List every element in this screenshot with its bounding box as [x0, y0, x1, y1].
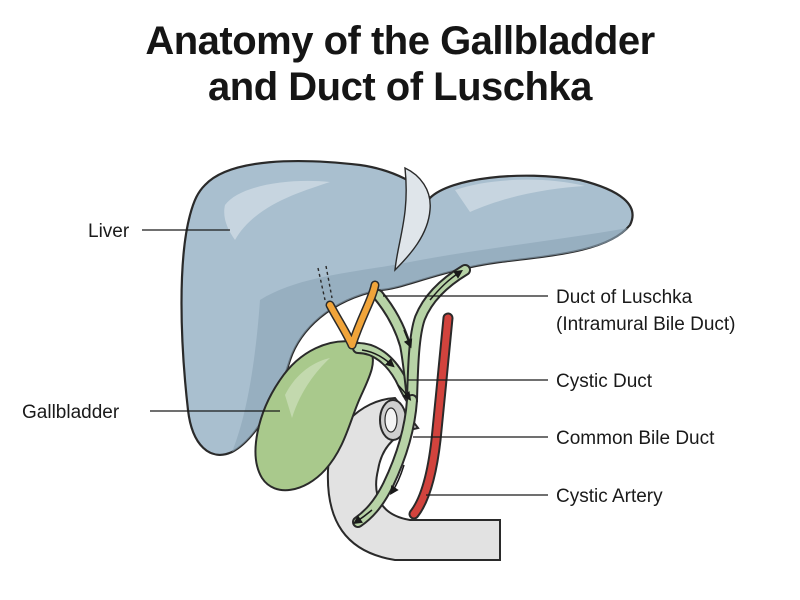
leader-lines: [142, 229, 548, 496]
duct-of-luschka: [317, 265, 380, 350]
label-duct-of-luschka: Duct of Luschka: [556, 287, 693, 308]
title-line-2: and Duct of Luschka: [208, 65, 592, 109]
label-duct-of-luschka-sub: (Intramural Bile Duct): [556, 314, 736, 335]
arrow-hepatic: [403, 329, 413, 349]
flow-arrows: [353, 270, 463, 524]
label-common-bile-duct: Common Bile Duct: [556, 428, 715, 449]
page-title: Anatomy of the Gallbladder and Duct of L…: [0, 18, 800, 110]
arrow-left-hepatic: [429, 270, 463, 301]
arrow-cbd: [390, 464, 405, 495]
title-line-1: Anatomy of the Gallbladder: [145, 19, 655, 63]
label-cystic-duct: Cystic Duct: [556, 371, 653, 392]
label-gallbladder: Gallbladder: [22, 402, 120, 423]
liver: [180, 160, 634, 456]
label-liver: Liver: [88, 221, 130, 242]
cystic-artery: [408, 312, 454, 520]
labels: Liver Gallbladder Duct of Luschka (Intra…: [22, 221, 736, 507]
duodenum: [326, 396, 501, 561]
label-cystic-artery: Cystic Artery: [556, 486, 663, 507]
arrow-cystic: [361, 349, 395, 368]
